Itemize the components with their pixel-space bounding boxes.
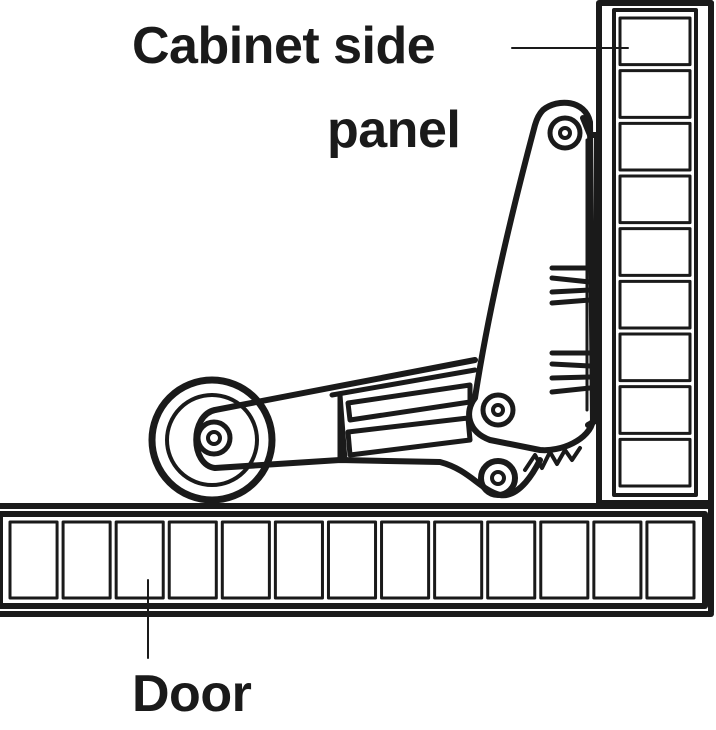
cabinet-cell	[618, 16, 692, 67]
cabinet-cell	[618, 385, 692, 435]
door-cell	[167, 520, 218, 600]
door-cell	[645, 520, 696, 600]
cabinet-cell	[618, 174, 692, 225]
door-cell	[8, 520, 59, 600]
door-cell	[61, 520, 112, 600]
cabinet-cells	[618, 16, 692, 488]
cabinet-cell	[618, 121, 692, 172]
cabinet-side-panel-label-line2: panel	[327, 101, 461, 159]
door-cell	[539, 520, 590, 600]
cabinet-cell	[618, 332, 692, 383]
door-cell	[114, 520, 165, 600]
door-cells	[8, 520, 696, 600]
door-cell	[433, 520, 484, 600]
door-cell	[273, 520, 324, 600]
cabinet-cell	[618, 69, 692, 119]
door-label: Door	[132, 665, 252, 723]
door-cell	[326, 520, 378, 600]
door-cell	[486, 520, 537, 600]
cabinet-side-panel	[596, 0, 714, 506]
cabinet-cell	[618, 437, 692, 488]
cabinet-inner-edge	[612, 8, 698, 497]
cabinet-cell	[618, 227, 692, 277]
door-panel	[0, 0, 714, 617]
hinge-wheel	[148, 376, 276, 504]
door-cell	[220, 520, 271, 600]
cabinet-side-panel-label: Cabinet side	[132, 17, 436, 75]
door-cell	[380, 520, 431, 600]
door-outer-edge	[0, 511, 708, 609]
door-cell	[592, 520, 643, 600]
hinge-arm	[466, 99, 596, 454]
cabinet-cell	[618, 279, 692, 330]
